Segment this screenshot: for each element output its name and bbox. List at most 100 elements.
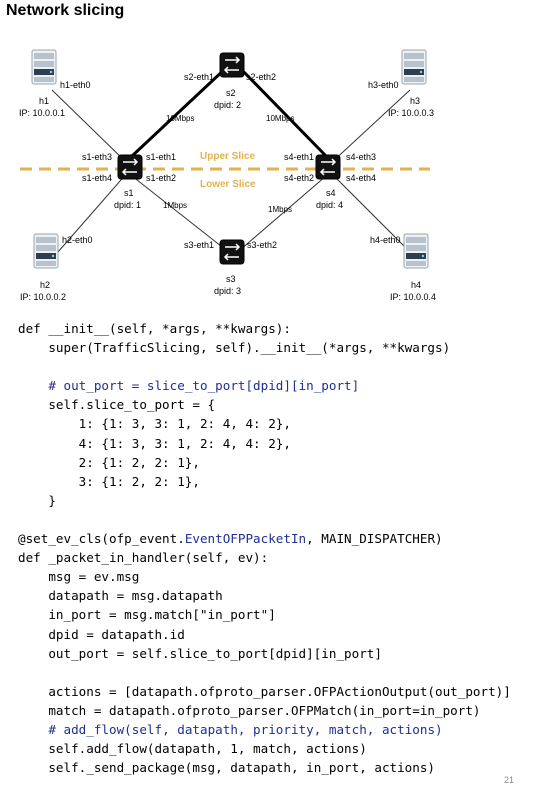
- code-line: msg = ev.msg: [18, 567, 511, 586]
- code-comment: # out_port = slice_to_port[dpid][in_port…: [48, 378, 360, 394]
- code-line: def _packet_in_handler(self, ev):: [18, 548, 511, 567]
- s4-eth3-label: s4-eth3: [346, 152, 376, 162]
- code-token: match = datapath.ofproto_parser.OFPMatch…: [18, 702, 481, 718]
- link-h4-s4: [329, 171, 411, 253]
- s2-eth1-label: s2-eth1: [184, 72, 214, 82]
- code-line: self.add_flow(datapath, 1, match, action…: [18, 739, 511, 758]
- code-line: out_port = self.slice_to_port[dpid][in_p…: [18, 644, 511, 663]
- page-number: 21: [503, 775, 514, 785]
- network-diagram: h1-eth0 h1 IP: 10.0.0.1 h2-eth0 h2 IP: 1…: [19, 49, 436, 302]
- host-h3-icon: [401, 49, 427, 85]
- s3-eth1-label: s3-eth1: [184, 240, 214, 250]
- code-line: 4: {1: 3, 3: 1, 2: 4, 4: 2},: [18, 434, 511, 453]
- s2-eth2-label: s2-eth2: [246, 72, 276, 82]
- s1-eth3-label: s1-eth3: [82, 152, 112, 162]
- slide-title: Network slicing: [6, 2, 125, 19]
- code-line: 3: {1: 2, 2: 1},: [18, 472, 511, 491]
- host-h4-icon: [403, 233, 429, 269]
- code-token: self.slice_to_port = {: [18, 397, 216, 413]
- s2-name: s2: [226, 88, 236, 98]
- code-line: [18, 357, 511, 376]
- code-line: def __init__(self, *args, **kwargs):: [18, 319, 511, 338]
- link-s1-s3: [131, 175, 227, 251]
- link-s2-s4: [238, 66, 328, 158]
- code-line: self.slice_to_port = {: [18, 395, 511, 414]
- code-line: # out_port = slice_to_port[dpid][in_port…: [18, 376, 511, 395]
- h3-ip: IP: 10.0.0.3: [388, 108, 434, 118]
- code-line: [18, 510, 511, 529]
- code-token: actions = [datapath.ofproto_parser.OFPAc…: [18, 683, 511, 699]
- s4-name: s4: [326, 188, 336, 198]
- code-token: dpid = datapath.id: [18, 626, 185, 642]
- code-token: 2: {1: 2, 2: 1},: [18, 454, 200, 470]
- h4-iface-label: h4-eth0: [370, 235, 401, 245]
- h1-ip: IP: 10.0.0.1: [19, 108, 65, 118]
- code-token: EventOFPPacketIn: [184, 531, 307, 547]
- h1-name: h1: [39, 96, 49, 106]
- s1-dpid: dpid: 1: [114, 200, 141, 210]
- code-token: 3: {1: 2, 2: 1},: [18, 473, 200, 489]
- h2-ip: IP: 10.0.0.2: [20, 292, 66, 302]
- code-token: msg = ev.msg: [18, 569, 140, 585]
- switch-s4-icon: [315, 154, 341, 180]
- code-line: @set_ev_cls(ofp_event.EventOFPPacketIn, …: [18, 529, 511, 548]
- code-block: def __init__(self, *args, **kwargs): sup…: [18, 319, 511, 777]
- link-s1-s2: [130, 66, 228, 158]
- s3-dpid: dpid: 3: [214, 286, 241, 296]
- code-token: 4: {1: 3, 3: 1, 2: 4, 4: 2},: [18, 435, 291, 451]
- code-line: [18, 663, 511, 682]
- code-token: in_port = msg.match["in_port"]: [18, 607, 276, 623]
- code-token: [18, 722, 48, 737]
- h4-name: h4: [411, 280, 421, 290]
- code-comment: # add_flow(self, datapath, priority, mat…: [48, 721, 443, 737]
- s1-name: s1: [124, 188, 134, 198]
- upper-slice-label: Upper Slice: [200, 151, 255, 162]
- h1-iface-label: h1-eth0: [60, 80, 91, 90]
- h2-iface-label: h2-eth0: [62, 235, 93, 245]
- s1-eth1-label: s1-eth1: [146, 152, 176, 162]
- s3-name: s3: [226, 274, 236, 284]
- s2-dpid: dpid: 2: [214, 100, 241, 110]
- s3-eth2-label: s3-eth2: [247, 240, 277, 250]
- s1-eth2-label: s1-eth2: [146, 173, 176, 183]
- code-token: @set_ev_cls(ofp_event.: [18, 531, 185, 547]
- code-token: [18, 378, 48, 393]
- h3-name: h3: [410, 96, 420, 106]
- switch-s1-icon: [117, 154, 143, 180]
- switch-s2-icon: [219, 52, 245, 78]
- h2-name: h2: [40, 280, 50, 290]
- lower-slice-label: Lower Slice: [200, 179, 256, 190]
- s4-dpid: dpid: 4: [316, 200, 343, 210]
- link-s1-s2-bandwidth: 10Mbps: [166, 114, 194, 123]
- code-line: datapath = msg.datapath: [18, 586, 511, 605]
- code-token: 1: {1: 3, 3: 1, 2: 4, 4: 2},: [18, 416, 291, 432]
- host-h1-icon: [31, 49, 57, 85]
- code-line: dpid = datapath.id: [18, 625, 511, 644]
- code-line: 2: {1: 2, 2: 1},: [18, 453, 511, 472]
- switch-s3-icon: [219, 239, 245, 265]
- h3-iface-label: h3-eth0: [368, 80, 399, 90]
- code-token: out_port = self.slice_to_port[dpid][in_p…: [18, 645, 382, 661]
- code-line: self._send_package(msg, datapath, in_por…: [18, 758, 511, 777]
- code-line: # add_flow(self, datapath, priority, mat…: [18, 720, 511, 739]
- link-h3-s4: [329, 89, 411, 165]
- code-token: super(TrafficSlicing, self).__init__(*ar…: [18, 340, 451, 356]
- link-s1-s3-bandwidth: 1Mbps: [163, 201, 187, 210]
- s4-eth2-label: s4-eth2: [284, 173, 314, 183]
- code-token: self._send_package(msg, datapath, in_por…: [18, 760, 436, 776]
- code-token: , MAIN_DISPATCHER): [306, 531, 443, 547]
- code-line: in_port = msg.match["in_port"]: [18, 605, 511, 624]
- code-line: }: [18, 491, 511, 510]
- link-s2-s4-bandwidth: 10Mbps: [266, 114, 294, 123]
- s4-eth1-label: s4-eth1: [284, 152, 314, 162]
- code-line: 1: {1: 3, 3: 1, 2: 4, 4: 2},: [18, 414, 511, 433]
- code-token: self.add_flow(datapath, 1, match, action…: [18, 741, 367, 757]
- link-s3-s4-bandwidth: 1Mbps: [268, 205, 292, 214]
- code-line: match = datapath.ofproto_parser.OFPMatch…: [18, 701, 511, 720]
- link-h1-s1: [51, 89, 129, 165]
- link-s3-s4: [239, 175, 327, 251]
- link-h2-s1: [57, 171, 129, 253]
- code-token: def __init__(self, *args, **kwargs):: [18, 321, 291, 336]
- s4-eth4-label: s4-eth4: [346, 173, 376, 183]
- h4-ip: IP: 10.0.0.4: [390, 292, 436, 302]
